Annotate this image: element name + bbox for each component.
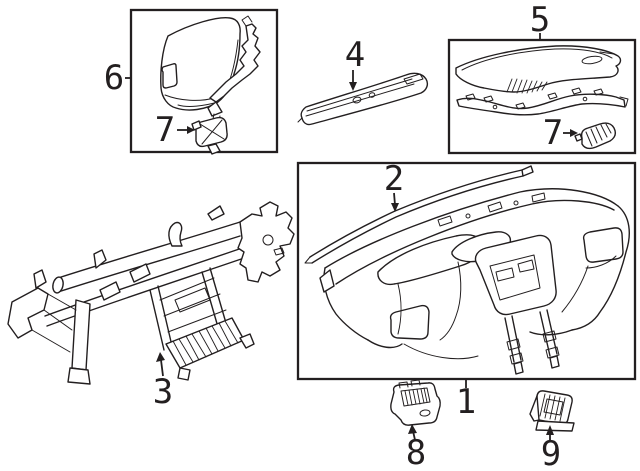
- ip-pad-bracket[interactable]: [456, 87, 629, 116]
- callout-4-arrowhead: [349, 82, 357, 91]
- callout-6-label[interactable]: 6: [104, 58, 124, 98]
- callout-2[interactable]: 2: [384, 159, 404, 212]
- callout-9[interactable]: 9: [541, 425, 561, 471]
- callout-6[interactable]: 6: [104, 58, 131, 98]
- callout-2-arrowhead: [391, 203, 399, 212]
- callout-7b-label[interactable]: 7: [543, 113, 563, 153]
- callout-7a[interactable]: 7: [155, 110, 195, 150]
- side-vent-right[interactable]: [529, 390, 575, 432]
- callout-8-label[interactable]: 8: [406, 433, 426, 471]
- defroster-grille[interactable]: [297, 72, 429, 126]
- callout-3-arrow: [160, 359, 164, 377]
- callout-9-label[interactable]: 9: [541, 434, 561, 471]
- group-box-1: [296, 161, 637, 381]
- callout-2-label[interactable]: 2: [384, 159, 404, 199]
- instrument-panel[interactable]: [319, 188, 630, 375]
- callout-9-arrowhead: [546, 425, 554, 435]
- group-box-1-frame: [296, 161, 637, 381]
- glovebox-handle: [161, 63, 178, 89]
- crossbar-beam[interactable]: [7, 201, 295, 385]
- center-stack-legs: [504, 309, 560, 375]
- side-vent-left[interactable]: [390, 379, 441, 426]
- vent-9-louvers: [539, 393, 566, 422]
- latch-striker-b[interactable]: [574, 122, 617, 150]
- callout-7a-label[interactable]: 7: [155, 110, 175, 150]
- callout-3[interactable]: 3: [153, 352, 173, 412]
- callout-1[interactable]: 1: [456, 379, 476, 422]
- callout-7b-arrowhead: [570, 129, 578, 137]
- callout-1-label[interactable]: 1: [456, 382, 476, 422]
- callout-3-label[interactable]: 3: [153, 372, 173, 412]
- callout-4-label[interactable]: 4: [345, 35, 365, 75]
- beam-ladder-hatch: [172, 320, 239, 366]
- callout-7a-arrowhead: [187, 126, 195, 134]
- pad-vent-hatch: [506, 78, 548, 94]
- callout-4[interactable]: 4: [345, 35, 365, 91]
- latch-striker-a[interactable]: [191, 116, 228, 155]
- callout-8[interactable]: 8: [406, 424, 426, 471]
- callout-7b[interactable]: 7: [543, 113, 578, 153]
- center-stack-frame: [474, 234, 557, 316]
- callout-3-arrowhead: [156, 352, 165, 362]
- callout-5[interactable]: 5: [530, 0, 550, 40]
- callout-5-label[interactable]: 5: [530, 0, 550, 40]
- vent-8-louvers: [404, 387, 428, 406]
- ip-upper-pad[interactable]: [455, 45, 622, 94]
- callout-8-arrowhead: [408, 424, 417, 434]
